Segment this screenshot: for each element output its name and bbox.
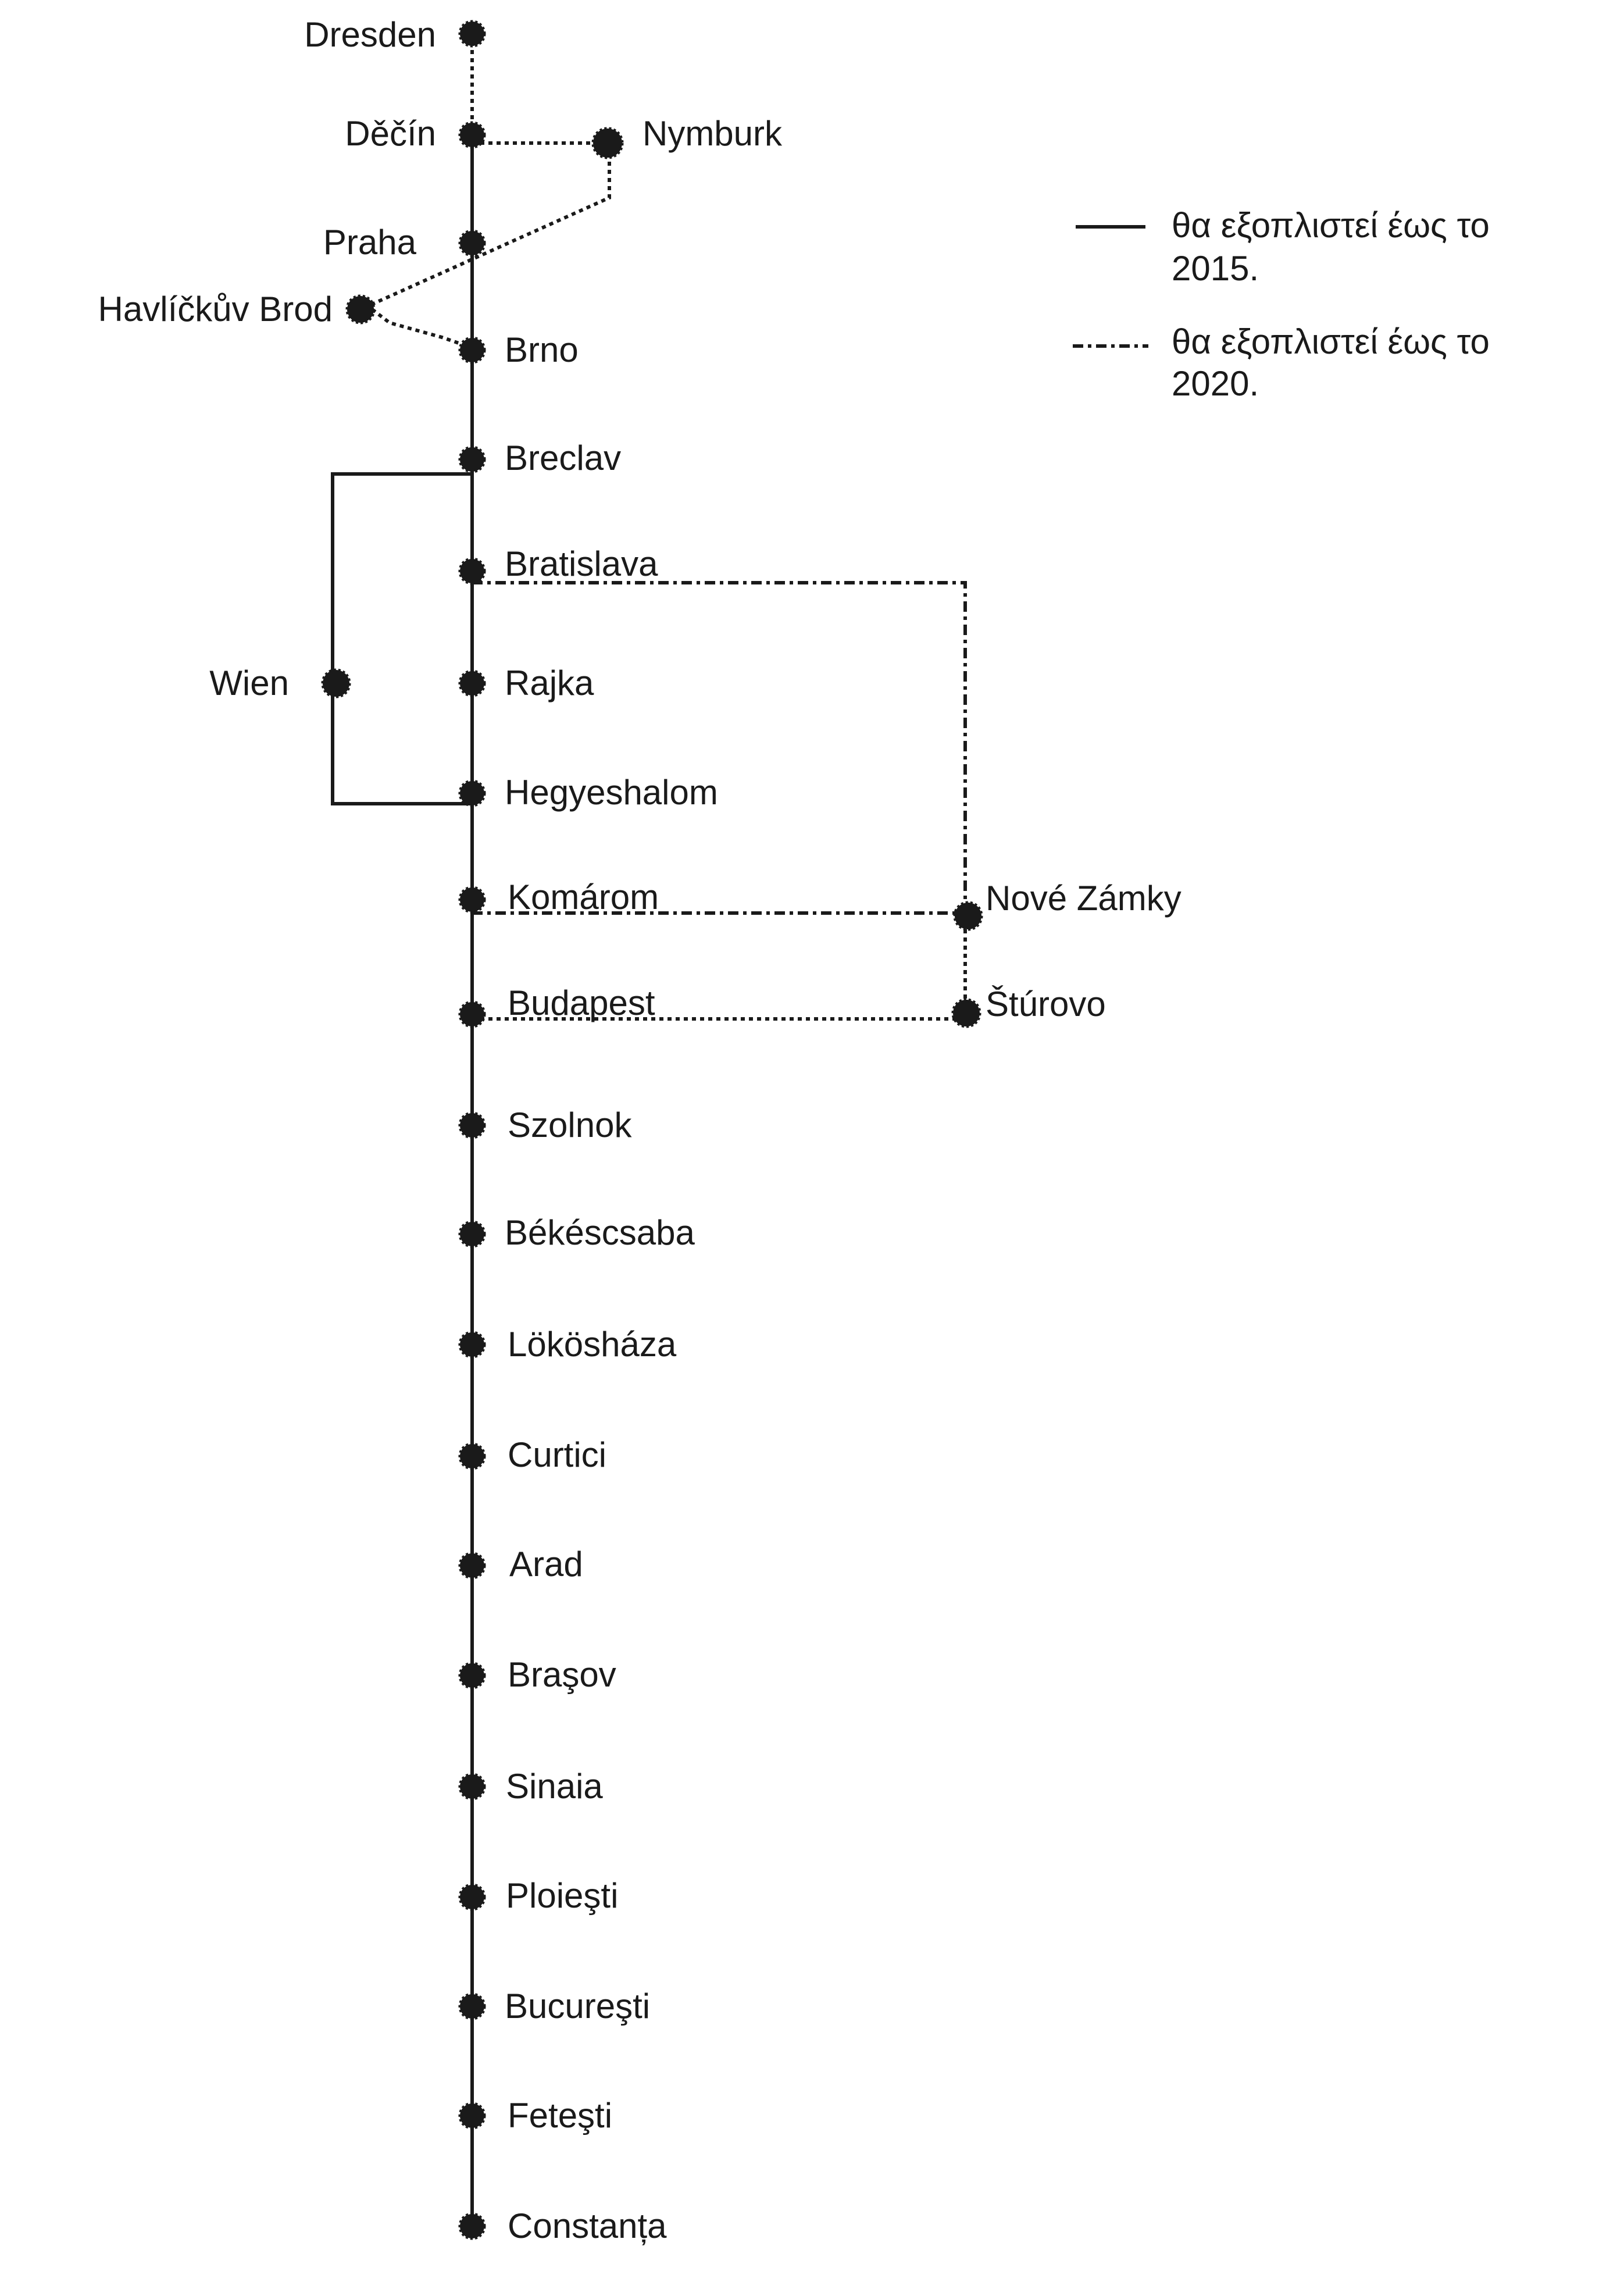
- node-wien: [321, 668, 351, 698]
- node-havlickuv-brod: [345, 294, 376, 325]
- label-breclav: Breclav: [505, 438, 621, 477]
- label-constanta: Constanța: [508, 2206, 667, 2245]
- node-brasov: [458, 1662, 486, 1689]
- node-komarom: [458, 886, 486, 914]
- label-brno: Brno: [505, 330, 579, 369]
- node-constanta: [458, 2212, 486, 2240]
- line-nymburk-havlickuv-brod: [359, 145, 611, 311]
- label-sturovo: Štúrovo: [986, 985, 1106, 1024]
- label-bekescsaba: Békéscsaba: [505, 1213, 695, 1252]
- label-arad: Arad: [509, 1545, 583, 1584]
- node-hegyeshalom: [458, 779, 486, 807]
- label-szolnok: Szolnok: [508, 1106, 632, 1145]
- node-ploiesti: [458, 1883, 486, 1911]
- node-nymburk: [591, 127, 624, 159]
- label-bucuresti: Bucureşti: [505, 1987, 650, 2026]
- line-bratislava-nove-zamky: [472, 581, 967, 913]
- label-rajka: Rajka: [505, 664, 594, 703]
- line-havlickuv-brod-brno: [371, 308, 473, 350]
- node-fetesti: [458, 2102, 486, 2130]
- node-bucuresti: [458, 1992, 486, 2020]
- legend: θα εξοπλιστεί έως το 2015. θα εξοπλιστεί…: [1073, 206, 1490, 403]
- label-lokoshaza: Lökösháza: [508, 1325, 677, 1364]
- node-breclav: [458, 445, 486, 473]
- legend-dotted-line1: θα εξοπλιστεί έως το: [1172, 322, 1490, 361]
- label-curtici: Curtici: [508, 1435, 606, 1474]
- label-brasov: Braşov: [508, 1655, 616, 1694]
- node-bratislava: [458, 557, 486, 585]
- node-sinaia: [458, 1773, 486, 1801]
- label-dresden: Dresden: [304, 15, 436, 54]
- label-sinaia: Sinaia: [506, 1767, 603, 1806]
- node-szolnok: [458, 1111, 486, 1139]
- node-curtici: [458, 1442, 486, 1470]
- node-rajka: [458, 669, 486, 697]
- node-praha: [458, 229, 486, 257]
- label-hegyeshalom: Hegyeshalom: [505, 773, 718, 812]
- line-breclav-wien-hegyeshalom: [331, 472, 472, 805]
- node-arad: [458, 1552, 486, 1580]
- legend-dotted-line2: 2020.: [1172, 364, 1259, 403]
- node-sturovo: [951, 998, 981, 1028]
- label-komarom: Komárom: [508, 878, 659, 917]
- label-praha: Praha: [323, 223, 417, 262]
- node-nove-zamky: [953, 901, 983, 931]
- node-decin: [458, 121, 486, 149]
- legend-solid-line1: θα εξοπλιστεί έως το: [1172, 206, 1490, 245]
- node-brno: [458, 336, 486, 364]
- label-nymburk: Nymburk: [642, 114, 783, 153]
- legend-solid-line2: 2015.: [1172, 249, 1259, 288]
- label-bratislava: Bratislava: [505, 544, 658, 583]
- label-decin: Děčín: [345, 114, 436, 153]
- node-bekescsaba: [458, 1220, 486, 1248]
- label-ploiesti: Ploieşti: [506, 1876, 618, 1915]
- label-fetesti: Feteşti: [508, 2096, 612, 2135]
- label-havlickuv-brod: Havlíčkův Brod: [98, 290, 333, 329]
- node-lokoshaza: [458, 1331, 486, 1359]
- node-budapest: [458, 1000, 486, 1028]
- label-wien: Wien: [209, 664, 289, 703]
- node-dresden: [458, 20, 486, 48]
- label-budapest: Budapest: [508, 983, 655, 1022]
- label-nove-zamky: Nové Zámky: [986, 879, 1181, 918]
